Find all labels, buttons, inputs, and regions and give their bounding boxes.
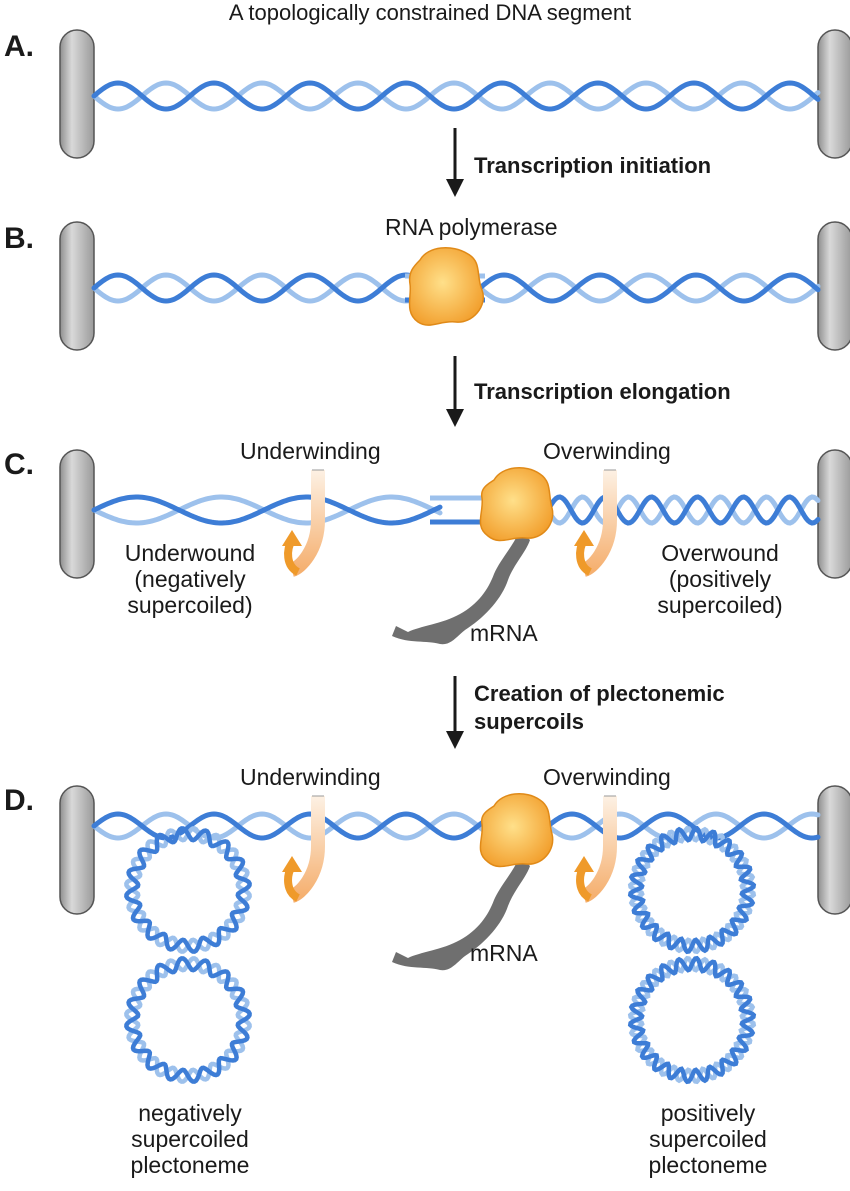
- barrier-b-left: [59, 221, 95, 351]
- pos-plectoneme-line-3: plectoneme: [648, 1152, 768, 1178]
- panel-label-a: A.: [4, 30, 34, 63]
- label-positive-plectoneme: positively supercoiled plectoneme: [618, 1100, 798, 1178]
- overwound-line-3: supercoiled): [657, 592, 783, 618]
- label-overwound: Overwound (positively supercoiled): [630, 540, 810, 618]
- overwinding-twist-c: [574, 469, 617, 577]
- dna-helix-a: [91, 80, 821, 112]
- plectoneme-strand: [627, 955, 757, 1085]
- dna-strand-dark: [545, 811, 821, 841]
- barrier-c-left: [59, 449, 95, 579]
- neg-plectoneme-line-2: supercoiled: [131, 1126, 249, 1152]
- dna-strand-light: [91, 80, 821, 112]
- dna-strand-dark: [545, 494, 821, 526]
- mrna-c: [392, 530, 530, 645]
- neg-plectoneme-line-3: plectoneme: [130, 1152, 250, 1178]
- neg-plectoneme-line-1: negatively: [138, 1100, 242, 1126]
- barrier-a-right: [817, 29, 850, 159]
- rna-polymerase-b: [408, 247, 485, 326]
- plectoneme-strand: [124, 956, 252, 1084]
- dna-strand-light: [91, 272, 415, 304]
- dna-strand-light: [91, 494, 443, 526]
- panel-label-d: D.: [4, 784, 34, 817]
- dna-strand-dark: [91, 494, 443, 526]
- step-transcription-elongation: Transcription elongation: [474, 379, 731, 404]
- underwinding-twist-c: [282, 469, 325, 577]
- dna-helix-c: [91, 494, 821, 526]
- dna-strand-light: [91, 811, 493, 841]
- overwound-line-2: (positively: [668, 566, 772, 592]
- underwinding-twist-d: [282, 795, 325, 903]
- dna-strand-dark: [91, 272, 415, 304]
- barrier-c-right: [817, 449, 850, 579]
- label-mrna-c: mRNA: [470, 620, 538, 646]
- label-underwound: Underwound (negatively supercoiled): [100, 540, 280, 618]
- plectoneme-strand: [124, 956, 252, 1084]
- label-overwinding-d: Overwinding: [543, 764, 671, 790]
- label-negative-plectoneme: negatively supercoiled plectoneme: [100, 1100, 280, 1178]
- barrier-d-left: [59, 785, 95, 915]
- figure-title: A topologically constrained DNA segment: [228, 0, 632, 25]
- underwound-line-2: (negatively: [134, 566, 246, 592]
- step-plectonemic-line1: Creation of plectonemic: [474, 681, 725, 706]
- underwound-line-1: Underwound: [124, 540, 256, 566]
- label-underwinding-c: Underwinding: [240, 438, 381, 464]
- overwound-line-1: Overwound: [661, 540, 779, 566]
- overwinding-twist-d: [574, 795, 617, 903]
- label-underwinding-d: Underwinding: [240, 764, 381, 790]
- barrier-b-right: [817, 221, 850, 351]
- barrier-d-right: [817, 785, 850, 915]
- label-mrna-d: mRNA: [470, 940, 538, 966]
- rna-polymerase-d: [479, 793, 554, 868]
- dna-strand-dark: [477, 272, 821, 304]
- plectoneme-strand: [124, 826, 252, 954]
- pos-plectoneme-line-1: positively: [660, 1100, 756, 1126]
- barrier-a-left: [59, 29, 95, 159]
- mrna-d: [392, 856, 530, 971]
- positive-plectoneme-loops: [627, 825, 757, 1085]
- panel-label-c: C.: [4, 448, 34, 481]
- step-plectonemic-line2: supercoils: [474, 709, 585, 734]
- label-overwinding-c: Overwinding: [543, 438, 671, 464]
- plectoneme-strand: [124, 826, 252, 954]
- label-rna-polymerase: RNA polymerase: [385, 214, 558, 240]
- pos-plectoneme-line-2: supercoiled: [649, 1126, 767, 1152]
- dna-strand-dark: [91, 80, 821, 112]
- negative-plectoneme-loops: [124, 826, 252, 1084]
- underwound-line-3: supercoiled): [127, 592, 253, 618]
- rna-polymerase-c: [479, 467, 554, 542]
- plectoneme-strand: [627, 825, 757, 955]
- step-transcription-initiation: Transcription initiation: [474, 153, 712, 178]
- panel-label-b: B.: [4, 222, 34, 255]
- dna-strand-light: [477, 272, 821, 304]
